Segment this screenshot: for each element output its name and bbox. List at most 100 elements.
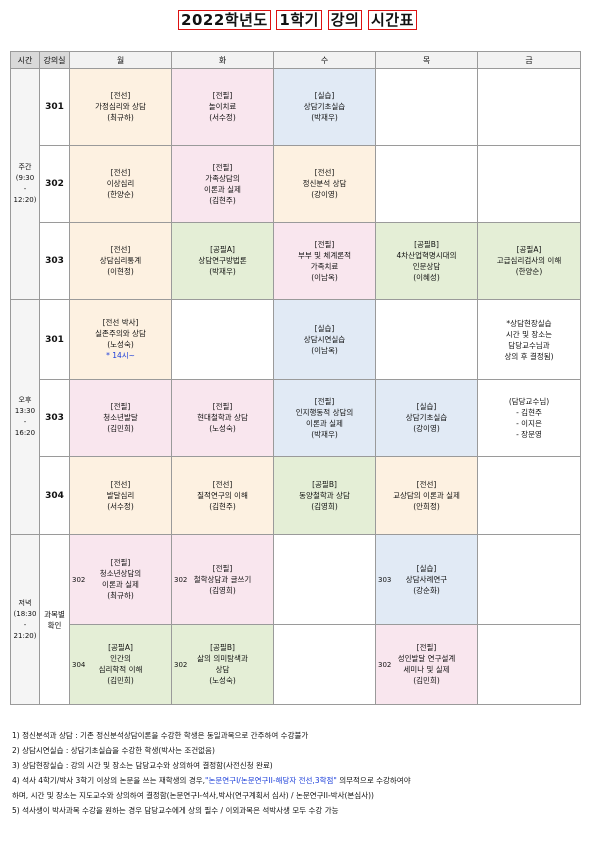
course-block: [전필]철학상담과 글쓰기(김영희): [192, 563, 254, 596]
period-end: 16:20: [14, 429, 36, 437]
period-label: 오후: [18, 396, 32, 404]
inline-room: 302: [174, 660, 188, 669]
course-block: [실습]상담시연실습(이남옥): [302, 323, 347, 356]
course-name: 청소년상담의: [99, 569, 142, 578]
course-category: [실습]: [416, 563, 437, 573]
room-cell: 303: [39, 379, 70, 457]
cell-tue: [전선]질적연구의 이해(김현주): [171, 456, 274, 535]
room-cell: 304: [39, 456, 70, 535]
course-professor: (이혜성): [413, 272, 440, 282]
course-note: * 14시~: [106, 351, 135, 360]
footnotes: 1) 정신분석과 상담 : 기존 정신분석상담이론을 수강한 학생은 동일과목으…: [12, 728, 584, 818]
period-end: 21:20): [13, 631, 37, 640]
cell-thu: [실습]상담기초실습(강이영): [375, 379, 478, 457]
course-name-line2: 상담: [215, 665, 230, 674]
note-2: 2) 상담시연실습 : 상담기초실습을 수강한 학생(박사는 조건없음): [12, 746, 215, 755]
course-name: 동양철학과 상담: [299, 490, 350, 500]
course-name: 가족상담의: [205, 173, 240, 183]
room-cell-evening: 과목별 확인: [39, 534, 70, 705]
inline-room: 302: [378, 660, 392, 669]
inline-room: 304: [72, 660, 86, 669]
course-name: 삶의 의미탐색과: [197, 654, 248, 663]
inline-room: 303: [378, 575, 392, 584]
note-line: 담당교수님과: [508, 340, 550, 350]
cell-thu-empty: [375, 299, 478, 380]
header-row: 시간 강의실 월 화 수 목 금: [10, 51, 581, 69]
course-category: [공필B]: [414, 239, 439, 249]
course-name: 4차산업혁명시대의: [396, 250, 457, 260]
professor-list-note: (담당교수님)- 김현주- 이지은- 장문영: [478, 396, 580, 440]
note-line: - 장문영: [516, 430, 542, 439]
cell-mon: [전선]상담심리통계(이현정): [69, 222, 172, 300]
title-word1: 강의: [327, 10, 363, 30]
period-morning: 주간 (9:30 - 12:20): [10, 68, 40, 300]
course-professor: (서수정): [209, 113, 236, 122]
course-block: [전선 박사]실존주의와 상담(노성숙)* 14시~: [93, 317, 148, 361]
header-period: 시간: [10, 51, 40, 69]
course-name: 상담연구방법론: [198, 256, 247, 265]
course-professor: (이남옥): [311, 272, 338, 282]
course-name: 실존주의와 상담: [95, 329, 146, 338]
course-professor: (박재우): [311, 429, 338, 439]
course-category: [전필]: [212, 162, 233, 172]
course-block: [전필]청소년발달(김민희): [101, 401, 140, 434]
course-name: 가정심리와 상담: [95, 102, 146, 111]
course-block: [전선]상담심리통계(이현정): [98, 244, 143, 277]
note-4: 4) 석사 4학기/박사 3학기 이상의 논문을 쓰는 재학생의 경우,"논문연…: [12, 773, 584, 788]
inline-room: 302: [174, 575, 188, 584]
course-category: [전선]: [110, 245, 131, 254]
header-fri: 금: [477, 51, 581, 69]
course-category: [실습]: [314, 91, 335, 100]
course-category: [전필]: [110, 558, 131, 567]
course-block: [전선]가정심리와 상담(최규하): [93, 90, 148, 123]
course-block: [공필A]상담연구방법론(박재우): [196, 244, 248, 277]
course-name: 상담기초실습: [405, 413, 448, 422]
cell-tue: [전필]현대철학과 상담(노성숙): [171, 379, 274, 457]
course-name-line2: 세미나 및 실제: [403, 665, 450, 674]
header-room: 강의실: [39, 51, 70, 69]
period-label: 저녁: [18, 598, 32, 607]
course-professor: (김민희): [107, 424, 134, 433]
period-dash: -: [23, 185, 27, 193]
row-morning-303: 303 [전선]상담심리통계(이현정) [공필A]상담연구방법론(박재우) [전…: [11, 222, 581, 300]
course-block: [전필]현대철학과 상담(노성숙): [195, 401, 250, 434]
course-professor: (노성숙): [209, 424, 236, 433]
course-block: [전선]교상담의 이론과 실제(안희정): [391, 479, 462, 512]
course-professor: (강이영): [311, 190, 338, 199]
course-category: [공필B]: [210, 643, 235, 652]
cell-fri-empty: [477, 624, 581, 705]
course-professor: (한양순): [107, 190, 134, 199]
cell-thu-empty: [375, 145, 478, 223]
note-line: (담당교수님): [508, 397, 550, 406]
cell-wed: [공필B]동양철학과 상담(김영희): [273, 456, 376, 535]
course-name: 철학상담과 글쓰기: [193, 574, 252, 584]
note-4-highlight: "논문연구I/논문연구II-해당자 전선,3학점": [205, 776, 337, 785]
course-professor: (이남옥): [311, 345, 338, 355]
course-block: [전선]이상심리(한양순): [105, 167, 137, 200]
course-category: [전선]: [110, 479, 131, 489]
period-dash: -: [23, 418, 27, 426]
course-category: [전선]: [110, 91, 131, 100]
cell-mon: [전선]발달심리(서수정): [69, 456, 172, 535]
cell-mon: [전선]가정심리와 상담(최규하): [69, 68, 172, 146]
header-thu: 목: [375, 51, 478, 69]
course-name: 상담기초실습: [303, 102, 346, 111]
course-name: 교상담의 이론과 실제: [393, 490, 460, 500]
course-name: 인지행동적 상담의: [295, 407, 354, 417]
course-category: [전필]: [314, 239, 335, 249]
note-4-continued: 하며, 시간 및 장소는 지도교수와 상의하여 결정함(논문연구I-석사,박사(…: [12, 791, 374, 800]
course-category: [전선]: [212, 479, 233, 489]
cell-wed: [전선]정신분석 상담(강이영): [273, 145, 376, 223]
header-tue: 화: [171, 51, 274, 69]
course-name-line2: 가족치료: [310, 261, 339, 271]
